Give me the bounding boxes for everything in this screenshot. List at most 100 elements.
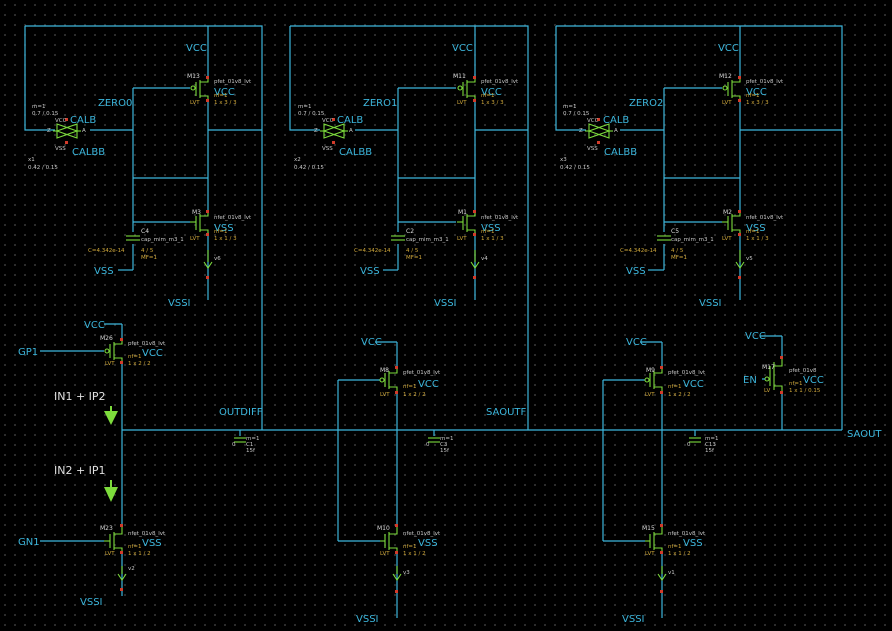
- m9-symbol: [644, 366, 663, 394]
- nmos-size: 1 x 1 / 3: [214, 236, 237, 242]
- m15-symbol: [645, 524, 667, 593]
- pmos-model: pfet_01v8_lvt: [481, 79, 519, 85]
- m15-bulk: VSS: [683, 538, 703, 549]
- en-label: EN: [743, 375, 757, 386]
- c3-value: 15f: [440, 448, 450, 454]
- vcc-label: VCC: [452, 43, 473, 54]
- bottom-labels: VCC GP1 M26 pfet_01v8_lvt VCC nf=1 1 x 2…: [18, 320, 882, 625]
- m26-nf: nf=1: [128, 354, 142, 360]
- c1-value: 15f: [246, 448, 256, 454]
- zero-net: ZERO2: [629, 98, 663, 109]
- cap-mf: MF=1: [671, 255, 687, 261]
- vcc-label: VCC: [718, 43, 739, 54]
- tgate-wl: 0.7 / 0.15: [32, 111, 59, 117]
- tgate-ctl: CALB: [70, 115, 96, 126]
- tgate-inst: x3: [560, 157, 567, 163]
- c13-value: 15f: [705, 448, 715, 454]
- cap-value: C=4.342e-14: [88, 248, 125, 254]
- stage-2-wires: [555, 25, 843, 430]
- note-in2-ip1: IN2 + IP1: [54, 464, 106, 477]
- cap-size: 4 / 5: [406, 248, 419, 254]
- m23-nf: nf=1: [128, 544, 142, 550]
- m23-size: 1 x 1 / 2: [128, 551, 151, 557]
- tgate-vss: VSS: [322, 146, 333, 152]
- pmos-nf: nf=1: [481, 93, 495, 99]
- nmos-nf: nf=1: [214, 229, 228, 235]
- load-cap-symbols: [234, 437, 701, 443]
- nmos-size: 1 x 1 / 3: [746, 236, 769, 242]
- pmos-name: M12: [719, 73, 732, 80]
- nmos-symbol: [190, 210, 209, 236]
- note-in1-ip2: IN1 + IP2: [54, 390, 106, 403]
- tgate-m: m=1: [298, 104, 311, 110]
- cap-model: cap_mim_m3_1: [671, 237, 714, 243]
- tgate-vss: VSS: [55, 146, 66, 152]
- m10-model: nfet_01v8_lvt: [403, 531, 441, 537]
- cap-model: cap_mim_m3_1: [406, 237, 449, 243]
- vssi-label: VSSI: [168, 298, 191, 309]
- pmos-model: pfet_01v8_lvt: [746, 79, 784, 85]
- nmos-bulk: VSS: [746, 223, 766, 234]
- vss-label: VSS: [94, 266, 114, 277]
- outdiff-label: OUTDIFF: [219, 407, 263, 418]
- cap-name: C2: [406, 228, 414, 235]
- vss-label: VSS: [626, 266, 646, 277]
- tgate-m: m=1: [32, 104, 45, 110]
- m10-nf: nf=1: [403, 544, 417, 550]
- m23-name: M23: [100, 525, 113, 532]
- cap-value: C=4.342e-14: [354, 248, 391, 254]
- m10-symbol: [380, 524, 402, 593]
- m15-nf: nf=1: [668, 544, 682, 550]
- nmos-size: 1 x 1 / 3: [481, 236, 504, 242]
- nmos-name: M2: [723, 209, 732, 216]
- pmos-model: pfet_01v8_lvt: [214, 79, 252, 85]
- nmos-bulk: VSS: [481, 223, 501, 234]
- c13-name: C13: [705, 442, 716, 448]
- vssi-label: VSSI: [699, 298, 722, 309]
- saout-label: SAOUT: [847, 429, 882, 440]
- cap-size: 4 / 5: [141, 248, 154, 254]
- m15-size: 1 x 1 / 2: [668, 551, 691, 557]
- cap-name: C5: [671, 228, 679, 235]
- nmos-nf: nf=1: [746, 229, 760, 235]
- pmos-nf: nf=1: [214, 93, 228, 99]
- tgate-a: A: [349, 128, 353, 134]
- m9-lvt: LVT: [645, 392, 655, 398]
- cap-model: cap_mim_m3_1: [141, 237, 184, 243]
- m8-vcc-label: VCC: [361, 337, 382, 348]
- node-label: v4: [481, 256, 488, 262]
- m9-nf: nf=1: [668, 384, 682, 390]
- stage-2-labels: VCC M12 pfet_01v8_lvt VCC nf=1 1 x 3 / 3…: [560, 43, 784, 309]
- m17-symbol: [762, 356, 783, 394]
- pmos-lvt: LVT: [722, 100, 732, 106]
- m23-lvt: LVT: [105, 551, 115, 557]
- v3-label: v3: [403, 570, 410, 576]
- tgate-vcc: VCC: [322, 118, 334, 124]
- stage-0-labels: VCC M13 pfet_01v8_lvt VCC nf=1 1 x 3 / 3…: [28, 43, 252, 309]
- in2-ip1-arrow-icon: [104, 480, 118, 502]
- pmos-size: 1 x 3 / 3: [481, 100, 504, 106]
- nmos-name: M3: [192, 209, 201, 216]
- tgate-symbol: [53, 118, 81, 144]
- pmos-name: M13: [187, 73, 200, 80]
- nmos-lvt: LVT: [722, 236, 732, 242]
- m23-model: nfet_01v8_lvt: [128, 531, 166, 537]
- m17-vcc-label: VCC: [745, 331, 766, 342]
- stage-0-devices: [53, 76, 213, 279]
- m17-bulk: VCC: [803, 375, 824, 386]
- c3-m: m=1: [440, 436, 453, 442]
- v1-label: v1: [668, 570, 675, 576]
- nmos-bulk: VSS: [214, 223, 234, 234]
- nmos-model: nfet_01v8_lvt: [481, 215, 519, 221]
- nmos-model: nfet_01v8_lvt: [214, 215, 252, 221]
- pmos-lvt: LVT: [457, 100, 467, 106]
- tgate-vcc: VCC: [55, 118, 67, 124]
- nmos-lvt: LVT: [457, 236, 467, 242]
- stage-1-wires: [289, 25, 529, 430]
- m23-bulk: VSS: [142, 538, 162, 549]
- m9-vcc-label: VCC: [626, 337, 647, 348]
- nmos-lvt: LVT: [190, 236, 200, 242]
- vcc-label: VCC: [186, 43, 207, 54]
